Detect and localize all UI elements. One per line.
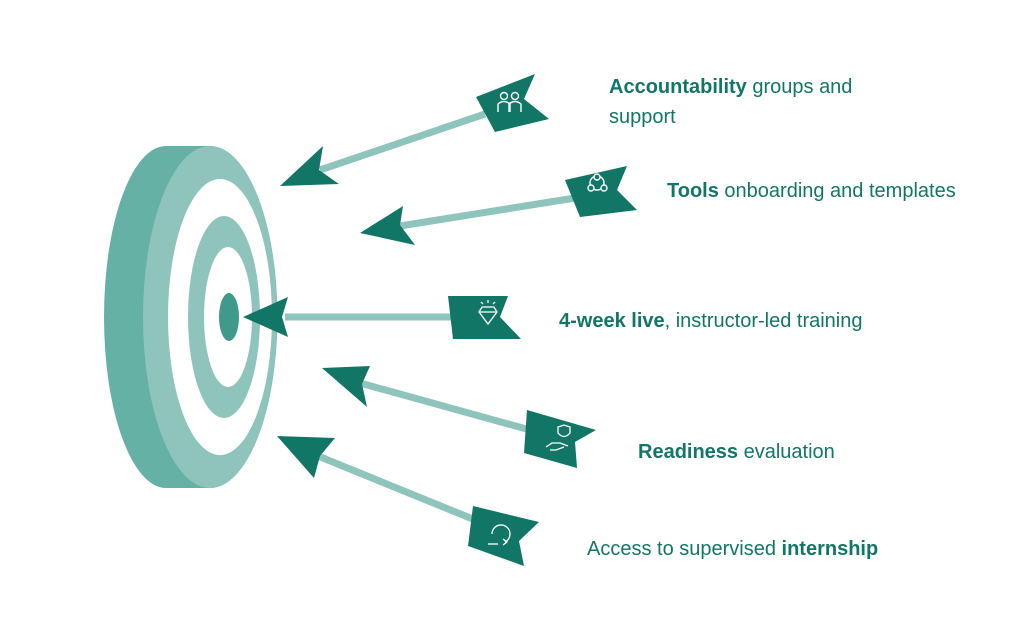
arrow-head [280, 146, 339, 186]
label-accountability: Accountability groups and support [609, 72, 909, 132]
arrow-internship [277, 436, 539, 566]
diamond-icon [478, 300, 498, 326]
arrow-head [322, 366, 370, 407]
label-text: , instructor-led training [664, 310, 863, 332]
label-bold: 4-week live [559, 310, 665, 332]
arrow-training [243, 296, 521, 339]
label-bold: Accountability [609, 76, 747, 98]
arrow-shaft [399, 194, 576, 230]
cycle-arrow-icon [488, 524, 511, 546]
arrow-readiness [322, 366, 596, 468]
arrow-fletching [524, 410, 596, 468]
label-bold: Tools [667, 180, 719, 202]
arrow-shaft [318, 110, 487, 174]
network-icon [587, 173, 608, 192]
label-text: evaluation [738, 441, 835, 463]
label-readiness: Readiness evaluation [638, 437, 835, 467]
label-text: groups and support [609, 76, 853, 128]
label-text: Access to supervised [587, 538, 782, 560]
arrow-head [243, 297, 288, 337]
label-text: onboarding and templates [718, 180, 956, 202]
arrow-tools [360, 166, 637, 245]
arrow-fletching [448, 296, 521, 339]
label-internship: Access to supervised internship [587, 534, 878, 564]
arrow-accountability [280, 74, 549, 186]
arrow-shaft [316, 452, 482, 526]
arrow-fletching [476, 74, 549, 132]
hand-shield-icon [545, 424, 571, 451]
arrow-shaft [359, 379, 531, 434]
label-tools: Tools onboarding and templates [667, 176, 956, 206]
arrow-fletching [468, 506, 539, 566]
arrow-head [360, 206, 415, 245]
target [104, 146, 278, 488]
label-bold: Readiness [638, 441, 739, 463]
label-training: 4-week live, instructor-led training [559, 306, 863, 336]
people-icon [497, 91, 522, 112]
arrow-fletching [565, 166, 637, 217]
arrow-head [277, 436, 335, 478]
label-bold: internship [781, 538, 879, 560]
target-bullseye [219, 293, 239, 341]
